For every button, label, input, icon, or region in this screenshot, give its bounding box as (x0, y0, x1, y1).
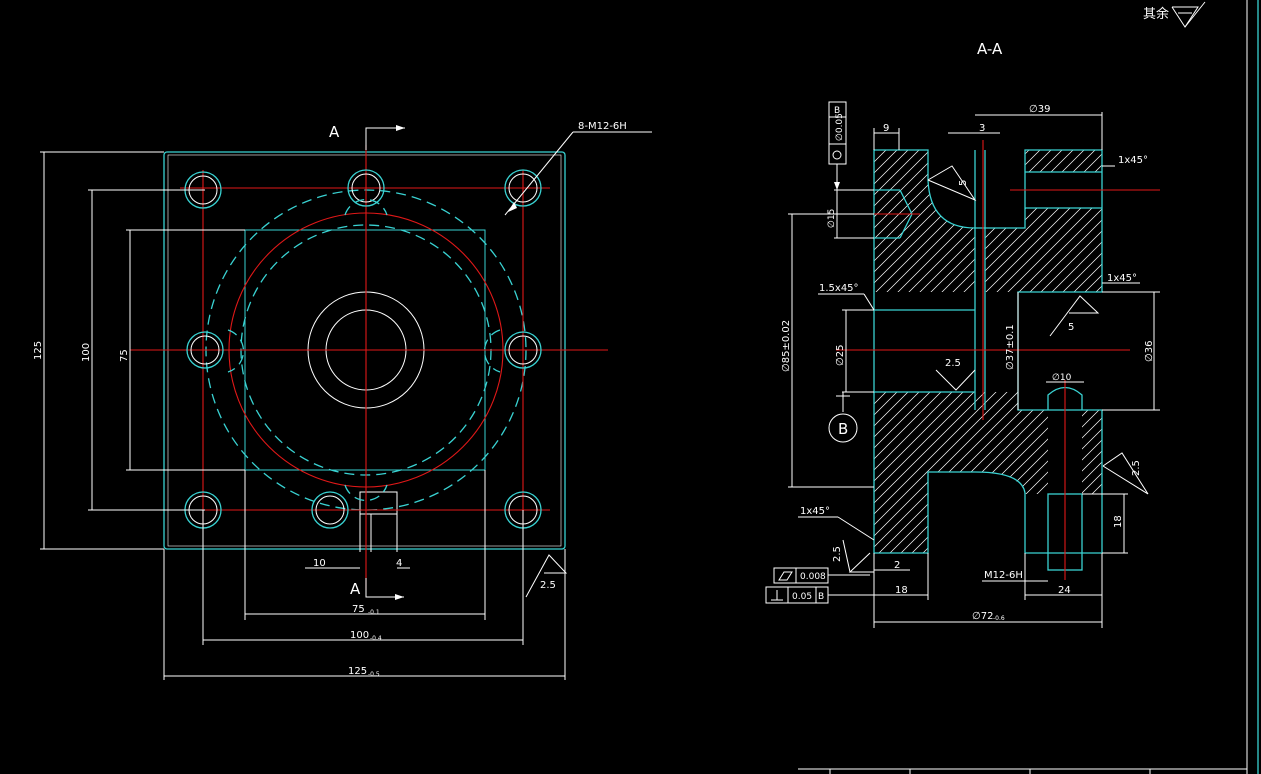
svg-text:B: B (818, 592, 824, 602)
svg-text:24: 24 (1058, 585, 1071, 596)
hatch-line (1082, 410, 1102, 494)
hatch-line (1114, 140, 1261, 560)
section-bottom-dims: 1x45° 2.5 2 18 24 M12-6H ∅72 -0.6 (798, 506, 1103, 628)
section-right-lower: 2.5 18 (1082, 452, 1149, 554)
svg-text:-0.5: -0.5 (368, 671, 380, 678)
hatch-line (1114, 140, 1261, 560)
hatch-line (985, 150, 1102, 292)
dim-key-4: 4 (396, 558, 402, 569)
svg-text:0.05: 0.05 (792, 592, 812, 602)
svg-text:∅37±0.1: ∅37±0.1 (1005, 324, 1016, 370)
dim-height-75: 75 (119, 349, 130, 362)
hole-callout: 8-M12-6H (578, 121, 627, 132)
hatch-line (985, 150, 1102, 292)
hatch-line (874, 150, 952, 292)
svg-text:1.5x45°: 1.5x45° (819, 283, 859, 294)
section-view-title: A-A (977, 40, 1003, 58)
dim-width-75: 75 (352, 604, 365, 615)
surface-finish-note: 其余 (1143, 1, 1206, 28)
datum-b: B (828, 392, 858, 443)
concentricity-frame: B ∅0.05 (828, 101, 847, 190)
svg-text:0.008: 0.008 (800, 572, 826, 582)
hatch-line (970, 392, 1048, 553)
svg-text:-0.4: -0.4 (370, 635, 382, 642)
hatch-line (874, 150, 974, 292)
hatch-region (1082, 140, 1261, 560)
svg-text:B: B (838, 420, 848, 438)
hatch-line (874, 392, 1048, 553)
svg-text:-0.6: -0.6 (993, 615, 1005, 622)
hatch-line (1114, 140, 1261, 560)
svg-text:∅39: ∅39 (1029, 104, 1050, 115)
section-mark-top: A (329, 123, 340, 141)
hatch-line (874, 392, 1048, 553)
bolt-holes (184, 169, 542, 529)
svg-text:∅0.05: ∅0.05 (835, 113, 845, 141)
vertical-dims: 125 100 75 (33, 151, 245, 550)
note-text: 其余 (1143, 6, 1169, 22)
svg-text:18: 18 (895, 585, 908, 596)
svg-text:2: 2 (894, 560, 900, 571)
roughness-top: 5 5 (927, 165, 1100, 337)
svg-text:1x45°: 1x45° (1118, 155, 1148, 166)
svg-text:∅72: ∅72 (972, 611, 993, 622)
hatch-line (985, 150, 1102, 292)
flatness-frame: 0.008 (773, 567, 870, 584)
svg-text:1x45°: 1x45° (800, 506, 830, 517)
section-left-dims: ∅15 ∅85±0.02 1.5x45° ∅25 (781, 189, 875, 488)
horizontal-dims: 75 -0.1 100 -0.4 125 -0.5 10 4 (163, 470, 566, 680)
svg-text:3: 3 (979, 123, 985, 134)
hatch-line (1082, 410, 1102, 494)
dim-width-100: 100 (350, 630, 369, 641)
svg-text:5: 5 (958, 180, 969, 186)
dim-width-125: 125 (348, 666, 367, 677)
perpendicularity-frame: 0.05 B (765, 586, 874, 604)
svg-text:M12-6H: M12-6H (984, 570, 1023, 581)
svg-text:9: 9 (883, 123, 889, 134)
hatch-line (959, 392, 1048, 553)
dim-height-125: 125 (33, 341, 44, 360)
hatch-line (874, 392, 1048, 553)
svg-text:2.5: 2.5 (945, 358, 961, 369)
hatch-line (1114, 140, 1261, 560)
svg-text:5: 5 (1068, 322, 1074, 333)
drawing-frame (798, 0, 1259, 774)
svg-text:∅85±0.02: ∅85±0.02 (781, 320, 792, 372)
svg-text:∅15: ∅15 (827, 209, 837, 228)
hatch-line (985, 150, 1102, 292)
dim-height-100: 100 (81, 343, 92, 362)
svg-text:∅10: ∅10 (1052, 373, 1072, 383)
hatch-line (985, 150, 1102, 292)
hatch-line (874, 392, 1048, 553)
roughness-symbol-front: 2.5 (525, 554, 568, 598)
hatch-line (874, 150, 975, 292)
section-mid-dims: 2.5 ∅37±0.1 ∅36 1x45° ∅10 (935, 273, 1160, 411)
svg-text:B: B (834, 106, 840, 116)
hatch-line (985, 150, 1102, 292)
hatch-line (874, 150, 975, 292)
svg-text:2.5: 2.5 (540, 580, 556, 591)
hatch-line (985, 150, 1102, 292)
svg-text:2.5: 2.5 (1131, 460, 1142, 476)
section-mark-bottom: A (350, 580, 361, 598)
section-top-dims: 9 3 ∅39 1x45° (873, 104, 1148, 167)
front-view: A A 8-M12-6H 125 100 75 (33, 121, 652, 680)
svg-text:∅25: ∅25 (835, 345, 846, 366)
dim-key-10: 10 (313, 558, 326, 569)
svg-text:-0.1: -0.1 (368, 609, 380, 616)
hatch-line (874, 392, 1048, 553)
svg-text:2.5: 2.5 (832, 546, 843, 562)
section-view: B B ∅0.05 9 3 ∅39 1x45° (765, 101, 1261, 628)
svg-text:∅36: ∅36 (1144, 341, 1155, 362)
hatch-line (874, 150, 963, 292)
svg-text:18: 18 (1113, 515, 1124, 528)
svg-text:1x45°: 1x45° (1107, 273, 1137, 284)
